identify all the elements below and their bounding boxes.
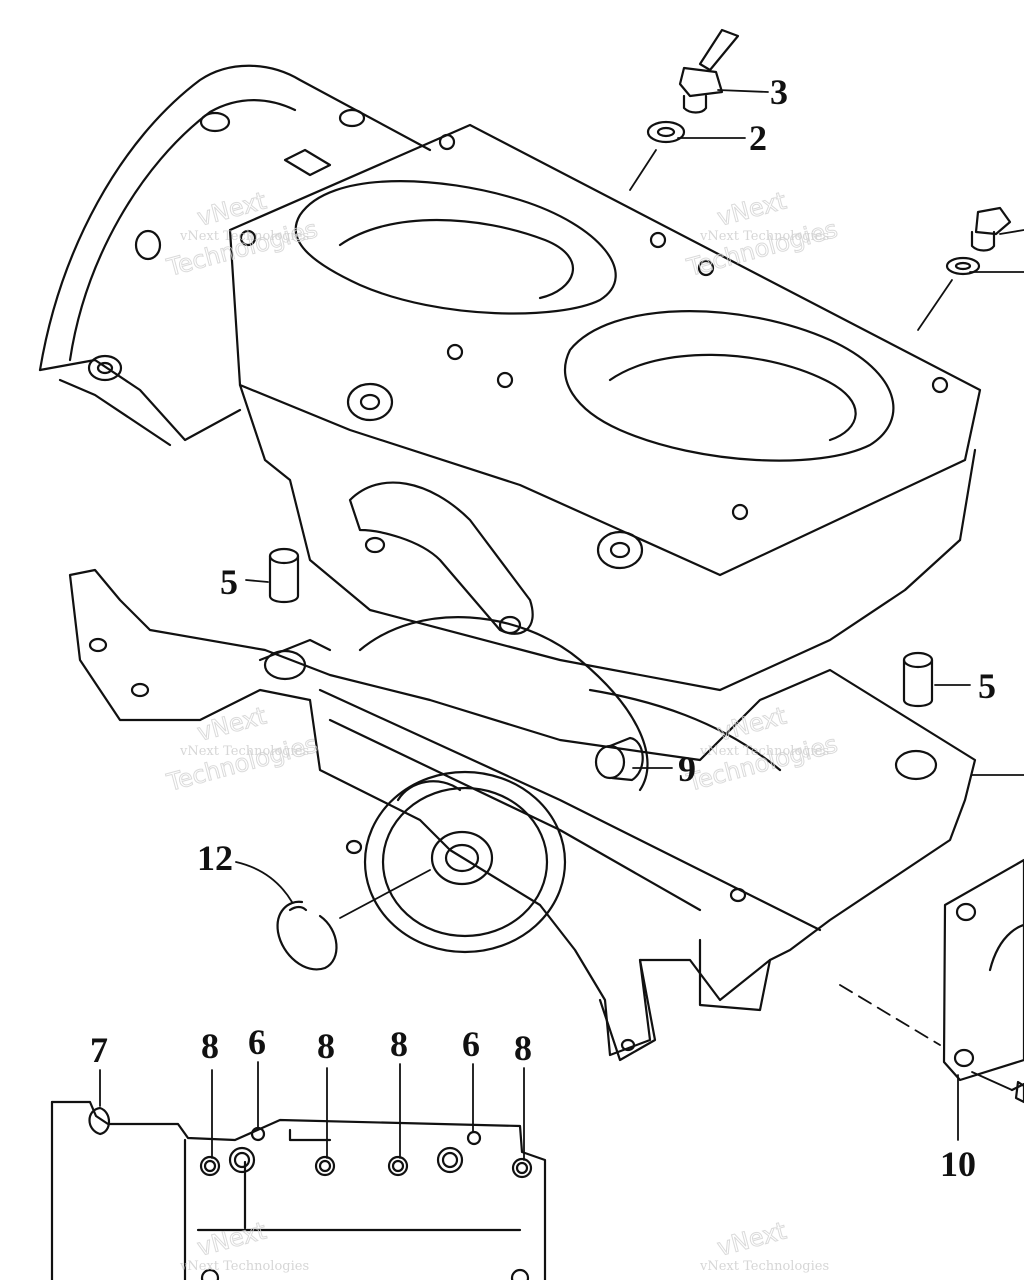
drain-plug <box>970 206 1012 252</box>
bleed-fitting <box>678 28 740 114</box>
cover-plate <box>942 858 1024 1104</box>
watermark-bottom-left: vNext Technologies vNext <box>179 1216 309 1274</box>
watermark-line1: vNext <box>194 187 269 232</box>
callout-6-a: 6 <box>248 1022 266 1062</box>
bushing <box>594 736 644 782</box>
callout-2: 2 <box>749 118 767 158</box>
callout-3: 3 <box>770 72 788 112</box>
watermark-line2: Technologies <box>683 730 840 797</box>
callouts: 3 2 5 5 9 12 7 8 6 8 8 6 8 10 <box>90 72 996 1184</box>
callout-5-right: 5 <box>978 666 996 706</box>
callout-8-c: 8 <box>390 1024 408 1064</box>
watermark-text: vNext Technologies <box>699 229 829 244</box>
watermark-text: vNext Technologies <box>179 744 309 759</box>
plug-washer <box>945 256 981 276</box>
watermark-text: vNext Technologies <box>699 744 829 759</box>
watermark-text: vNext Technologies <box>179 229 309 244</box>
watermark-line1: vNext <box>714 187 789 232</box>
upper-crankcase <box>228 123 982 692</box>
watermark-line2: Technologies <box>683 215 840 282</box>
magneto-housing <box>38 64 432 447</box>
watermark-line1: vNext <box>194 702 269 747</box>
circlip <box>276 900 338 971</box>
watermark-bottom-right: vNext Technologies vNext <box>699 1216 829 1274</box>
sealing-washer <box>646 120 686 144</box>
callout-10: 10 <box>940 1144 976 1184</box>
watermark-line2: Technologies <box>163 730 320 797</box>
callout-6-b: 6 <box>462 1024 480 1064</box>
lower-crankcase <box>68 568 977 1062</box>
watermark-mid-left: vNext Technologies vNext Technologies <box>163 701 321 797</box>
leader-lines <box>99 89 1024 1161</box>
callout-5-left: 5 <box>220 562 238 602</box>
callout-7: 7 <box>90 1030 108 1070</box>
dowel-pin-right <box>902 651 934 708</box>
watermark-text: vNext Technologies <box>179 1259 309 1274</box>
watermark-line1: vNext <box>714 1217 789 1262</box>
dowel-pin-left <box>268 547 300 604</box>
watermark-line1: vNext <box>194 1217 269 1262</box>
watermark-text: vNext Technologies <box>699 1259 829 1274</box>
callout-8-a: 8 <box>201 1026 219 1066</box>
cylinder-bore-2 <box>564 310 895 462</box>
callout-8-b: 8 <box>317 1026 335 1066</box>
crankcase-gasket <box>50 1100 547 1280</box>
cylinder-bore-1 <box>294 180 617 315</box>
watermark-mid-right: vNext Technologies vNext Technologies <box>683 701 841 797</box>
watermarks: vNext Technologies vNext Technologies vN… <box>163 186 841 1274</box>
watermark-top-right: vNext Technologies vNext Technologies <box>683 186 841 282</box>
callout-8-d: 8 <box>514 1028 532 1068</box>
crankshaft-seal-housing <box>363 770 567 954</box>
callout-9: 9 <box>678 749 696 789</box>
callout-12: 12 <box>197 838 233 878</box>
